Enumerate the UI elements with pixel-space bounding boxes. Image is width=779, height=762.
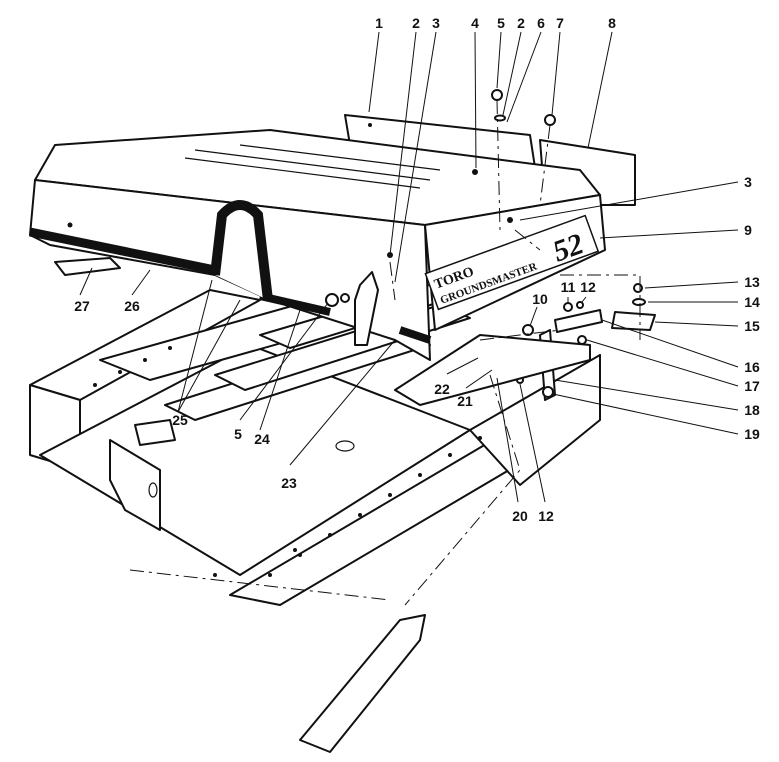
callout-18: 18 xyxy=(744,402,760,418)
right-hardware xyxy=(394,283,656,406)
callout-22: 22 xyxy=(434,381,450,397)
rivets xyxy=(93,346,482,577)
hood-ridge-2 xyxy=(184,157,421,189)
hood-ridge-3 xyxy=(239,144,441,171)
washer-14 xyxy=(632,298,646,306)
pin-19 xyxy=(542,386,554,398)
callout-3-right: 3 xyxy=(744,174,752,190)
hinge-bracket xyxy=(554,309,603,333)
bolt-17 xyxy=(577,335,587,345)
rivet-4 xyxy=(472,169,478,175)
screw-13 xyxy=(633,283,643,293)
callout-3-top: 3 xyxy=(432,15,440,31)
callout-19: 19 xyxy=(744,426,760,442)
washer-12 xyxy=(576,301,584,309)
callout-26: 26 xyxy=(124,298,140,314)
lower-lip xyxy=(54,257,121,276)
callout-1: 1 xyxy=(375,15,383,31)
callout-14: 14 xyxy=(744,294,760,310)
nut-11 xyxy=(563,302,573,312)
callout-8: 8 xyxy=(608,15,616,31)
callout-20: 20 xyxy=(512,508,528,524)
callout-23: 23 xyxy=(281,475,297,491)
front-edge-strip-3 xyxy=(398,326,432,344)
callout-15: 15 xyxy=(744,318,760,334)
callout-9: 9 xyxy=(744,222,752,238)
side-plate xyxy=(109,439,161,531)
mount-plate xyxy=(394,334,591,406)
washer-6 xyxy=(494,114,506,122)
front-bracket xyxy=(134,419,176,446)
callout-16: 16 xyxy=(744,359,760,375)
callout-17: 17 xyxy=(744,378,760,394)
callout-21: 21 xyxy=(457,393,473,409)
decal-border xyxy=(424,214,600,311)
slot-hole xyxy=(148,482,158,498)
callout-7: 7 xyxy=(556,15,564,31)
hood-ridge-1 xyxy=(194,149,431,181)
callout-11: 11 xyxy=(561,279,576,295)
latch-assembly xyxy=(325,271,379,346)
callout-12-bottom: 12 xyxy=(538,508,554,524)
latch-bolt xyxy=(325,293,339,307)
assembly-lines xyxy=(129,99,641,606)
center-hole xyxy=(335,440,355,452)
callout-5-bottom: 5 xyxy=(234,426,242,442)
callout-2-top-right: 2 xyxy=(517,15,525,31)
callout-10: 10 xyxy=(532,291,548,307)
latch-washer xyxy=(340,293,350,303)
strike-plate xyxy=(611,311,656,331)
hood-arch-trim xyxy=(210,200,273,301)
callout-labels: 1 2 3 4 5 2 6 7 8 3 9 13 11 12 10 14 15 … xyxy=(74,15,760,524)
callout-5-top: 5 xyxy=(497,15,505,31)
callout-13: 13 xyxy=(744,274,760,290)
bolt-7 xyxy=(544,114,556,126)
rivet-3 xyxy=(507,217,513,223)
callout-2-top: 2 xyxy=(412,15,420,31)
callout-12-right: 12 xyxy=(580,279,596,295)
bolt-5 xyxy=(491,89,503,101)
nut-10 xyxy=(522,324,534,336)
callout-25: 25 xyxy=(172,412,188,428)
latch-handle xyxy=(354,271,379,346)
callout-24: 24 xyxy=(254,431,270,447)
lower-plate xyxy=(299,614,426,753)
callout-4: 4 xyxy=(471,15,479,31)
front-edge-strip xyxy=(29,227,216,275)
callout-27: 27 xyxy=(74,298,90,314)
callout-6: 6 xyxy=(537,15,545,31)
leader-lines xyxy=(79,31,739,503)
